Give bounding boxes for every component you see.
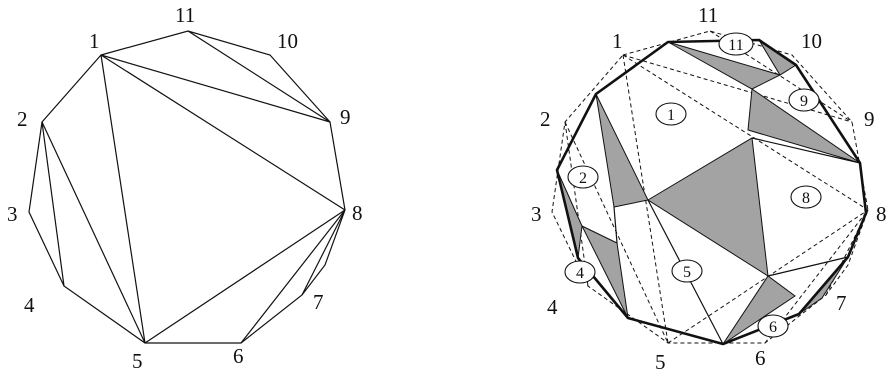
right-dashed-diagonal xyxy=(622,54,853,123)
shaded-triangle xyxy=(722,275,796,345)
right-vertex-label: 1 xyxy=(612,29,623,53)
left-vertex-label: 8 xyxy=(352,201,363,225)
region-label-5: 5 xyxy=(671,259,703,283)
right-inner-line xyxy=(613,206,618,244)
left-vertex-label: 11 xyxy=(175,3,195,27)
right-dashed-diagonal xyxy=(622,54,869,211)
region-number: 11 xyxy=(728,37,743,54)
right-inner-line xyxy=(767,256,849,277)
left-vertex-label: 6 xyxy=(233,344,244,368)
shaded-triangle xyxy=(595,93,649,208)
left-triangulated-polygon: 1 2 3 4 5 6 7 8 9 10 11 xyxy=(7,3,363,373)
region-label-8: 8 xyxy=(790,185,822,209)
region-label-9: 9 xyxy=(788,88,820,112)
right-vertex-label: 2 xyxy=(540,107,551,131)
region-label-1: 1 xyxy=(655,102,687,126)
left-diagonal xyxy=(100,54,331,123)
right-vertex-label: 10 xyxy=(801,29,822,53)
left-diagonal xyxy=(144,209,346,344)
right-thick-boundary xyxy=(555,38,868,346)
region-number: 8 xyxy=(802,190,810,207)
left-diagonal xyxy=(100,54,346,211)
right-refined-polygon: 1 2 3 4 5 6 7 8 9 10 11 1 2 4 5 6 xyxy=(531,3,887,374)
left-diagonal xyxy=(301,209,346,296)
right-vertex-label: 7 xyxy=(836,291,847,315)
region-number: 4 xyxy=(576,265,584,282)
left-diagonal xyxy=(240,209,346,344)
left-vertex-label: 3 xyxy=(7,202,18,226)
region-label-11: 11 xyxy=(718,32,754,56)
region-number: 1 xyxy=(667,107,675,124)
region-number: 6 xyxy=(769,319,777,336)
left-vertex-label: 10 xyxy=(277,29,298,53)
region-label-6: 6 xyxy=(757,314,789,338)
region-label-2: 2 xyxy=(567,165,599,189)
right-vertex-label: 8 xyxy=(876,202,887,226)
left-vertex-label: 5 xyxy=(132,349,143,373)
region-label-4: 4 xyxy=(564,260,596,284)
shaded-triangle xyxy=(667,41,782,90)
left-diagonal xyxy=(41,121,146,344)
right-vertex-label: 5 xyxy=(655,350,666,374)
right-vertex-label: 6 xyxy=(755,346,766,370)
left-polygon-boundary xyxy=(28,30,346,344)
right-vertex-label: 3 xyxy=(531,202,542,226)
shaded-triangle xyxy=(580,224,629,319)
left-vertex-label: 9 xyxy=(340,105,351,129)
region-number: 5 xyxy=(683,264,691,281)
right-vertex-label: 9 xyxy=(864,107,875,131)
left-vertex-label: 1 xyxy=(89,29,100,53)
left-vertex-label: 7 xyxy=(313,290,324,314)
shaded-triangle xyxy=(747,88,861,164)
left-diagonal xyxy=(187,30,331,123)
left-vertex-label: 2 xyxy=(17,107,28,131)
right-vertex-label: 4 xyxy=(547,295,558,319)
region-number: 2 xyxy=(579,170,587,187)
region-number: 9 xyxy=(800,93,808,110)
right-inner-line xyxy=(751,137,861,164)
shaded-triangle xyxy=(647,137,769,277)
left-vertex-label: 4 xyxy=(24,293,35,317)
left-diagonal xyxy=(41,121,65,287)
left-diagonal xyxy=(100,54,146,344)
right-vertex-label: 11 xyxy=(698,3,718,27)
